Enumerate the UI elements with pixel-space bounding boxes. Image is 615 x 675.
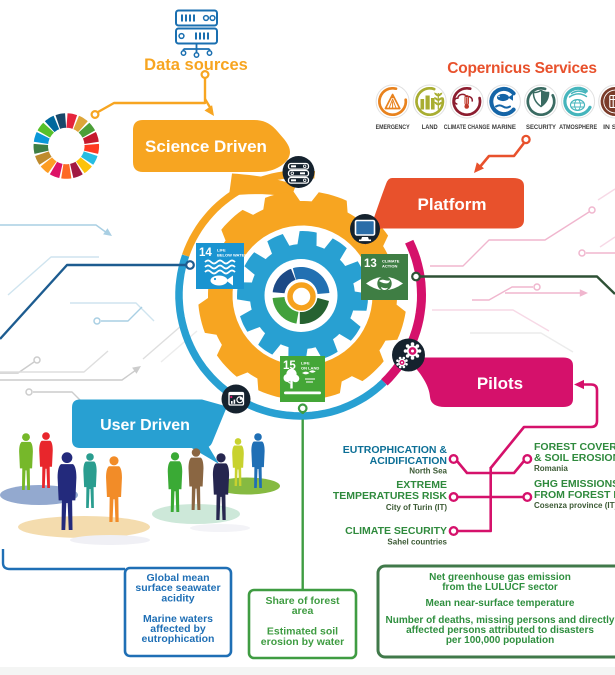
svg-text:ATMOSPHERE: ATMOSPHERE — [559, 124, 598, 131]
svg-text:& SOIL EROSION: & SOIL EROSION — [534, 452, 615, 464]
svg-text:area: area — [292, 605, 314, 617]
svg-text:ON LAND: ON LAND — [301, 366, 319, 371]
svg-text:from the LULUCF sector: from the LULUCF sector — [442, 582, 558, 593]
svg-text:FOREST COVER: FOREST COVER — [534, 441, 615, 453]
svg-text:City of Turin (IT): City of Turin (IT) — [386, 503, 448, 512]
svg-text:ACTION: ACTION — [382, 264, 397, 269]
svg-text:Number of deaths, missing pers: Number of deaths, missing persons and di… — [386, 615, 615, 626]
svg-text:MARINE: MARINE — [492, 124, 517, 131]
svg-text:LIFE: LIFE — [217, 248, 226, 253]
svg-text:EMERGENCY: EMERGENCY — [376, 124, 411, 131]
svg-text:ACIDIFICATION: ACIDIFICATION — [370, 455, 447, 467]
svg-text:Copernicus Services: Copernicus Services — [447, 60, 597, 77]
svg-text:Data sources: Data sources — [144, 56, 248, 74]
svg-text:acidity: acidity — [161, 592, 194, 604]
svg-text:SECURITY: SECURITY — [526, 124, 557, 131]
svg-text:LIFE: LIFE — [301, 361, 310, 366]
svg-text:Pilots: Pilots — [477, 374, 523, 393]
svg-text:North Sea: North Sea — [409, 467, 447, 476]
svg-text:CLIMATE: CLIMATE — [382, 259, 400, 264]
svg-text:affected by: affected by — [150, 623, 206, 635]
svg-text:Share of forest: Share of forest — [265, 595, 340, 607]
svg-text:Romania: Romania — [534, 464, 568, 473]
svg-text:BELOW WATER: BELOW WATER — [217, 253, 247, 258]
svg-text:Platform: Platform — [418, 195, 487, 214]
svg-text:per 100,000 population: per 100,000 population — [446, 635, 554, 646]
svg-text:erosion by water: erosion by water — [261, 636, 344, 648]
svg-text:Cosenza province (IT): Cosenza province (IT) — [534, 501, 615, 510]
svg-text:EXTREME: EXTREME — [396, 479, 447, 491]
svg-text:CLIMATE SECURITY: CLIMATE SECURITY — [345, 525, 447, 537]
svg-text:IN SITU: IN SITU — [603, 124, 615, 131]
svg-text:Mean near-surface temperature: Mean near-surface temperature — [426, 598, 575, 609]
svg-text:affected persons attributed to: affected persons attributed to disasters — [406, 625, 594, 636]
svg-text:Net greenhouse gas emission: Net greenhouse gas emission — [429, 572, 571, 583]
svg-text:surface seawater: surface seawater — [135, 582, 220, 594]
svg-text:EUTROPHICATION &: EUTROPHICATION & — [343, 444, 448, 456]
svg-text:CLIMATE CHANGE: CLIMATE CHANGE — [444, 124, 491, 131]
svg-text:13: 13 — [364, 258, 377, 270]
svg-text:Sahel countries: Sahel countries — [387, 538, 447, 547]
svg-text:FROM FOREST FIRES: FROM FOREST FIRES — [534, 489, 615, 501]
svg-text:15: 15 — [283, 360, 296, 372]
svg-text:eutrophication: eutrophication — [142, 633, 215, 645]
svg-text:LAND: LAND — [422, 124, 438, 131]
svg-text:TEMPERATURES RISK: TEMPERATURES RISK — [333, 490, 448, 502]
svg-text:Estimated soil: Estimated soil — [267, 626, 338, 638]
svg-text:Global mean: Global mean — [146, 572, 209, 584]
svg-text:Science Driven: Science Driven — [145, 137, 267, 156]
svg-text:GHG EMISSIONS: GHG EMISSIONS — [534, 478, 615, 490]
svg-text:Marine waters: Marine waters — [143, 613, 213, 625]
svg-text:14: 14 — [199, 247, 212, 259]
svg-text:User Driven: User Driven — [100, 417, 190, 434]
